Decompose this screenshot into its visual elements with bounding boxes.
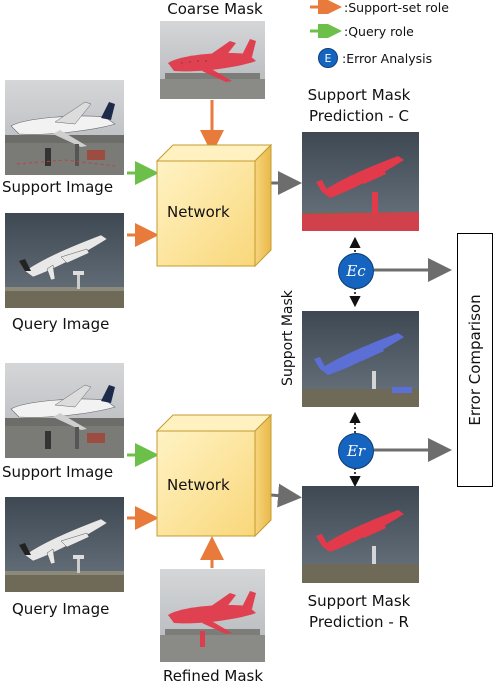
legend-prefix: : — [344, 24, 349, 39]
error-analysis-badge-icon: E — [318, 48, 338, 68]
legend-query-role-text: Query role — [348, 24, 414, 39]
network-top-label: Network — [167, 203, 230, 221]
pred-c-label-line2: Prediction - C — [309, 107, 409, 125]
pred-r-label-line1: Support Mask — [307, 592, 411, 610]
legend-prefix: : — [342, 50, 347, 66]
query-role-legend-arrow — [310, 24, 342, 38]
refined-mask-label: Refined Mask — [162, 667, 264, 685]
legend-query-role: : Query role — [344, 24, 414, 39]
support-image-top-label: Support Image — [2, 178, 114, 196]
network-bottom-label: Network — [167, 476, 230, 494]
query-image-bottom-label: Query Image — [12, 600, 110, 618]
pred-c-label-line1: Support Mask — [307, 86, 411, 104]
support-role-legend-arrow — [310, 0, 342, 14]
support-image-bottom — [5, 363, 124, 458]
legend-error-analysis-text: Error Analysis — [346, 50, 433, 66]
query-image-bottom — [5, 497, 124, 592]
pred-r-label-line2: Prediction - R — [309, 613, 409, 631]
coarse-mask-label: Coarse Mask — [167, 0, 263, 18]
support-image-top — [5, 80, 124, 175]
support-mask-label: Support Mask — [280, 290, 296, 386]
legend-prefix: : — [344, 0, 349, 15]
legend-support-role-text: Support-set role — [348, 0, 449, 15]
legend-error-analysis: E : Error Analysis — [318, 48, 432, 68]
coarse-mask-image — [160, 21, 265, 99]
support-pred-r-image — [302, 486, 419, 583]
error-comparison-label: Error Comparison — [466, 294, 484, 426]
support-mask-image — [302, 311, 419, 407]
ec-error-analysis: Ec — [338, 253, 374, 289]
support-image-bottom-label: Support Image — [2, 463, 114, 481]
query-image-top-label: Query Image — [12, 315, 110, 333]
network-bottom — [155, 413, 273, 538]
network-top — [155, 143, 273, 268]
support-pred-c-image — [302, 132, 419, 231]
query-image-top — [5, 213, 124, 308]
er-error-analysis: Er — [338, 433, 374, 469]
error-comparison-box: Error Comparison — [457, 233, 493, 487]
legend-support-role: : Support-set role — [344, 0, 449, 15]
refined-mask-image — [160, 569, 265, 662]
